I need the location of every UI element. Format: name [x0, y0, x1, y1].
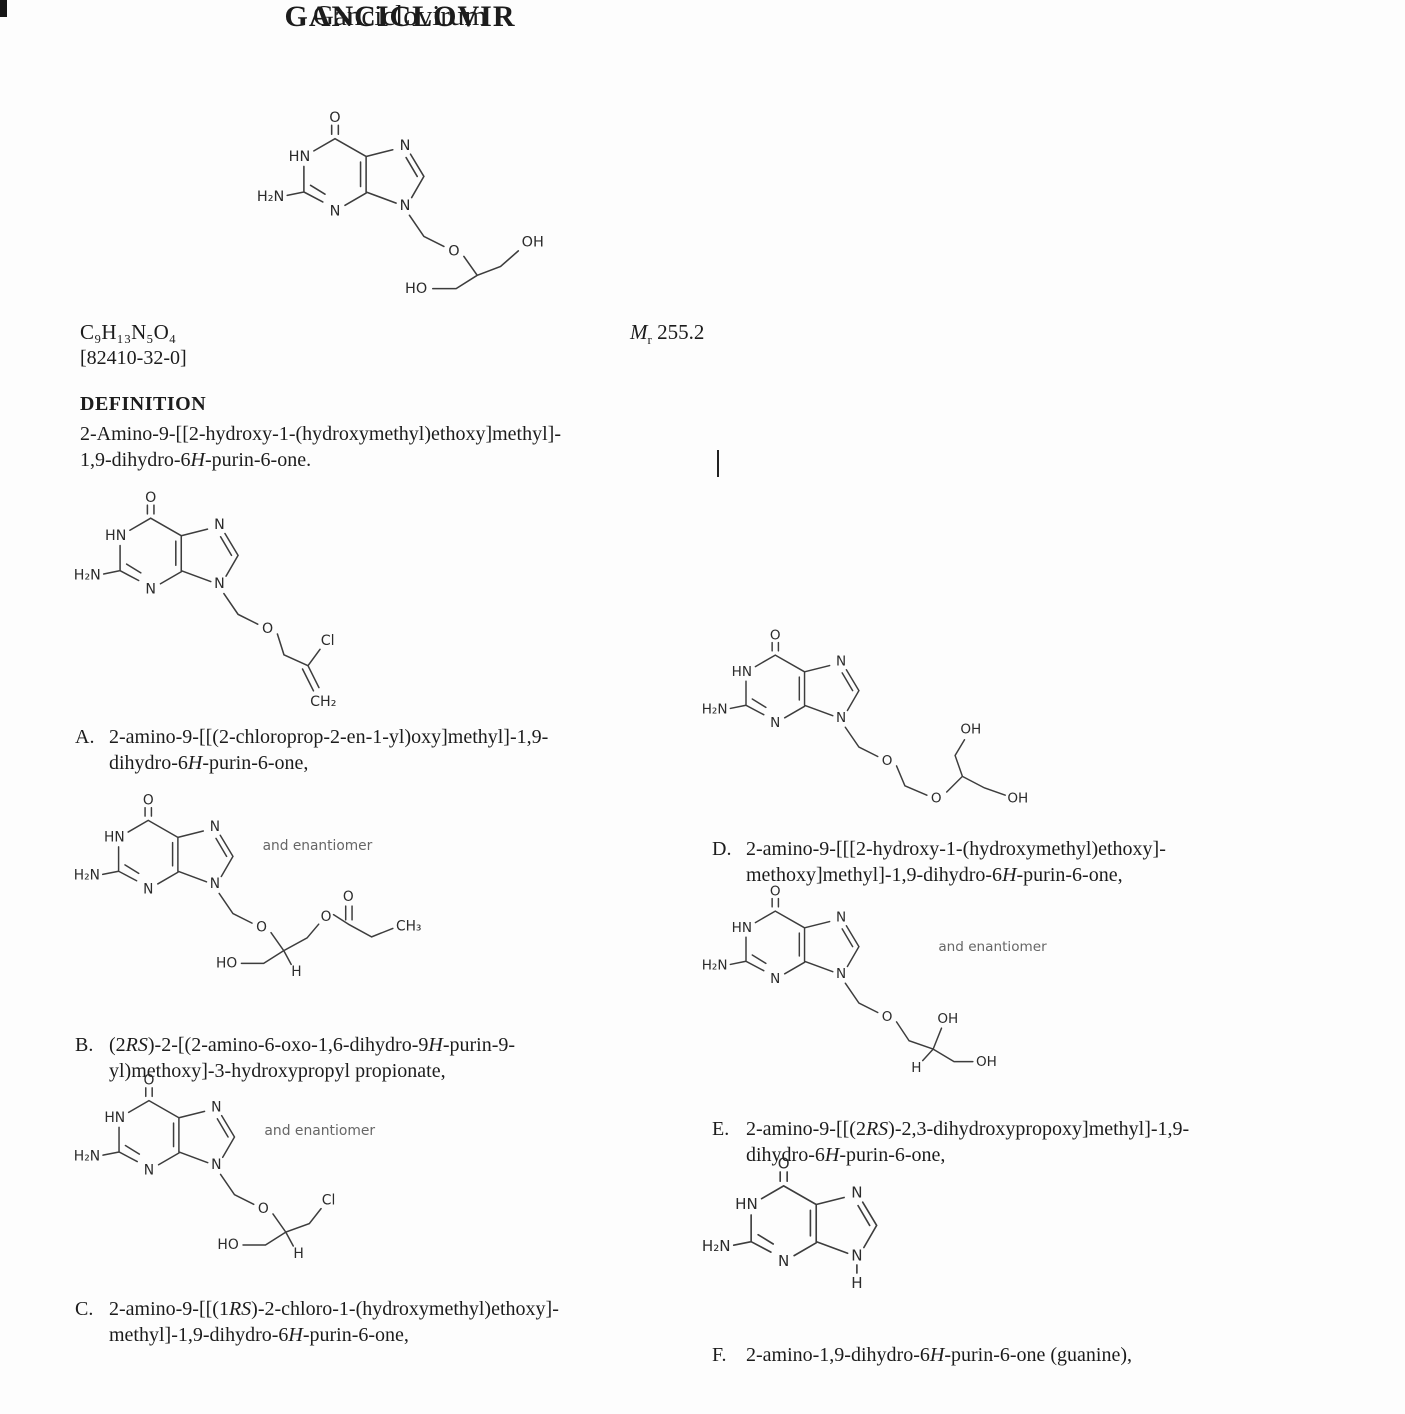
latin-title: Ganciclovirum — [313, 0, 487, 32]
atom-label-oh-right: OH — [976, 1054, 997, 1070]
atom-label-ch2: CH₂ — [310, 694, 336, 710]
atom-label-o: O — [258, 1201, 269, 1217]
purine-core — [701, 882, 860, 988]
impurity-name-text: 2-amino-9-[[(2-chloroprop-2-en-1-yl)oxy]… — [109, 724, 548, 776]
atom-label-o: O — [882, 1009, 893, 1025]
name-line: 2-amino-1,9-dihydro-6H-purin-6-one (guan… — [746, 1344, 1133, 1366]
definition-text: 2-Amino-9-[[2-hydroxy-1-(hydroxymethyl)e… — [80, 421, 720, 473]
atom-label-h: H — [291, 964, 301, 980]
impurity-name-text: 2-amino-9-[[[2-hydroxy-1-(hydroxymethyl)… — [746, 836, 1166, 888]
impurity-a-name: A. 2-amino-9-[[(2-chloroprop-2-en-1-yl)o… — [75, 724, 695, 776]
atom-label-o-carbonyl: O — [343, 889, 354, 905]
atom-label-o: O — [448, 243, 459, 259]
purine-core — [701, 626, 860, 732]
name-line: (2RS)-2-[(2-amino-6-oxo-1,6-dihydro-9H-p… — [109, 1034, 516, 1056]
atom-label-oh: OH — [522, 234, 544, 250]
atom-label-o-ester: O — [321, 909, 332, 925]
name-line: yl)methoxy]-3-hydroxypropyl propionate, — [109, 1060, 446, 1082]
atom-label-cl: Cl — [321, 633, 335, 649]
impurity-name-text: 2-amino-1,9-dihydro-6H-purin-6-one (guan… — [746, 1342, 1132, 1368]
bond-lines — [844, 726, 1007, 796]
impurity-letter: E. — [712, 1118, 730, 1140]
structure-impurity-d: O O OH OH — [701, 626, 1028, 806]
atom-label-o: O — [882, 753, 893, 769]
name-line: 2-amino-9-[[(2-chloroprop-2-en-1-yl)oxy]… — [109, 726, 549, 748]
atom-label-oh-top: OH — [960, 721, 981, 737]
atom-label-ho: HO — [405, 281, 427, 297]
cas-number: [82410-32-0] — [80, 347, 187, 369]
structure-ganciclovir: O OH HO — [256, 109, 544, 297]
impurity-letter: B. — [75, 1034, 94, 1056]
enantiomer-note: and enantiomer — [264, 1123, 375, 1139]
impurity-c-name: C. 2-amino-9-[[(1RS)-2-chloro-1-(hydroxy… — [75, 1296, 715, 1348]
enantiomer-note: and enantiomer — [938, 939, 1047, 955]
impurity-f-name: F. 2-amino-1,9-dihydro-6H-purin-6-one (g… — [712, 1342, 1352, 1368]
structure-impurity-f: H — [701, 1153, 878, 1292]
molecular-formula: C₉H₁₃N₅O₄ — [80, 320, 177, 344]
text-cursor-artifact — [717, 450, 719, 477]
atom-label-ho: HO — [216, 956, 237, 972]
atom-label-h: H — [911, 1060, 921, 1076]
bond-lines — [218, 892, 394, 966]
bond-lines — [844, 982, 974, 1063]
atom-label-ch3: CH₃ — [396, 919, 421, 935]
name-line: 2-amino-9-[[[2-hydroxy-1-(hydroxymethyl)… — [746, 838, 1166, 860]
name-line: methoxy]methyl]-1,9-dihydro-6H-purin-6-o… — [746, 864, 1123, 886]
purine-core — [256, 109, 425, 221]
enantiomer-note: and enantiomer — [263, 838, 373, 854]
atom-label-o: O — [256, 920, 267, 936]
impurity-letter: F. — [712, 1344, 727, 1366]
impurity-name-text: (2RS)-2-[(2-amino-6-oxo-1,6-dihydro-9H-p… — [109, 1032, 515, 1084]
atom-label-h: H — [851, 1274, 862, 1292]
impurity-letter: C. — [75, 1298, 94, 1320]
purine-core — [701, 1153, 878, 1271]
atom-label-oh-right: OH — [1007, 790, 1028, 806]
atom-label-cl: Cl — [322, 1192, 336, 1208]
name-line: methyl]-1,9-dihydro-6H-purin-6-one, — [109, 1324, 409, 1346]
impurity-d-name: D. 2-amino-9-[[[2-hydroxy-1-(hydroxymeth… — [712, 836, 1332, 888]
mr-symbol: M — [630, 320, 648, 344]
impurity-b-name: B. (2RS)-2-[(2-amino-6-oxo-1,6-dihydro-9… — [75, 1032, 695, 1084]
structure-impurity-e: O OH H OH and enantiomer — [701, 882, 1047, 1076]
atom-label-ho: HO — [217, 1237, 238, 1253]
definition-line: 2-Amino-9-[[2-hydroxy-1-(hydroxymethyl)e… — [80, 423, 561, 445]
impurity-name-text: 2-amino-9-[[(1RS)-2-chloro-1-(hydroxymet… — [109, 1296, 559, 1348]
name-line: 2-amino-9-[[(1RS)-2-chloro-1-(hydroxymet… — [109, 1298, 559, 1320]
structure-impurity-c: O Cl HO H and enantiomer — [73, 1071, 375, 1262]
atom-label-h: H — [293, 1246, 303, 1262]
bond-lines — [408, 214, 520, 290]
page-title: GANCICLOVIR — [284, 0, 516, 33]
mr-subscript: r — [647, 332, 652, 348]
name-line: 2-amino-9-[[(2RS)-2,3-dihydroxypropoxy]m… — [746, 1118, 1190, 1140]
bond-lines — [219, 1173, 322, 1247]
structure-impurity-b: O O O CH₃ HO H and enantiomer — [73, 791, 421, 980]
atom-label-oh-top: OH — [937, 1011, 958, 1027]
impurity-letter: D. — [712, 838, 732, 860]
mr-value: 255.2 — [657, 320, 705, 344]
scan-artifact — [0, 0, 7, 17]
purine-core — [73, 791, 234, 899]
purine-core — [73, 489, 239, 599]
atom-label-o: O — [262, 621, 273, 637]
impurity-name-text: 2-amino-9-[[(2RS)-2,3-dihydroxypropoxy]m… — [746, 1116, 1189, 1168]
structure-impurity-a: O Cl CH₂ — [73, 489, 336, 710]
definition-line: 1,9-dihydro-6H-purin-6-one. — [80, 449, 312, 471]
purine-core — [73, 1071, 236, 1180]
relative-molecular-mass: Mr 255.2 — [630, 320, 704, 348]
atom-label-o2: O — [931, 790, 942, 806]
definition-heading: DEFINITION — [80, 393, 207, 415]
name-line: dihydro-6H-purin-6-one, — [109, 752, 309, 774]
impurity-letter: A. — [75, 726, 95, 748]
bond-lines — [223, 592, 321, 692]
impurity-e-name: E. 2-amino-9-[[(2RS)-2,3-dihydroxypropox… — [712, 1116, 1352, 1168]
